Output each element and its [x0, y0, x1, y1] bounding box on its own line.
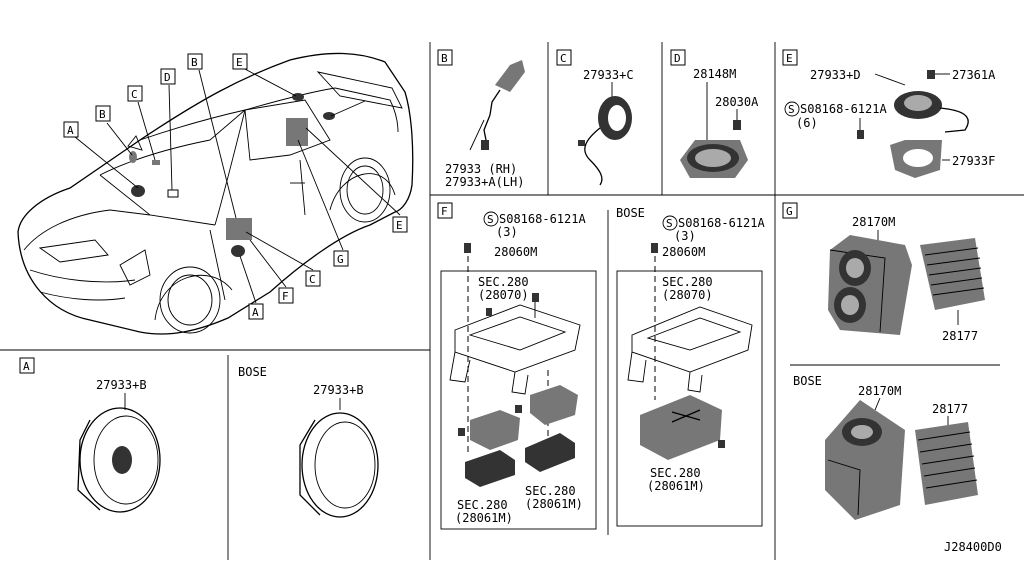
f-std-sec-right: SEC.280 [525, 484, 576, 498]
tweeter-c [578, 96, 632, 186]
adapter-27933f [890, 140, 942, 178]
panel-f: F S S08168-6121A (3) 28060M SEC.280 (280… [437, 202, 765, 530]
g-pn-28177-std: 28177 [942, 329, 978, 343]
panel-c: C 27933+C [556, 49, 634, 186]
g-pn-28170m-std: 28170M [852, 215, 895, 229]
callout-a-front: A [63, 121, 79, 138]
svg-text:E: E [236, 56, 243, 69]
door-speaker-bose [299, 412, 379, 518]
center-speaker-d [680, 120, 748, 178]
f-bose-sec-bot-ref: (28061M) [647, 479, 705, 493]
pn-08168-6121a: S08168-6121A [800, 102, 887, 116]
panel-g-tag: G [786, 205, 793, 218]
f-std-sec-left-ref: (28061M) [455, 511, 513, 525]
pn-27933c: 27933+C [583, 68, 634, 82]
svg-text:S: S [666, 217, 673, 230]
svg-text:A: A [67, 124, 74, 137]
pn-28030a: 28030A [715, 95, 759, 109]
std-amp-bracket [449, 293, 581, 395]
pn-27361a: 27361A [952, 68, 996, 82]
clip-27361a [927, 70, 935, 79]
overview-callouts: A B C D B E E G C F A [63, 53, 408, 320]
callout-f: F [278, 287, 294, 304]
panel-b: B 27933 (RH) 27933+A(LH) [437, 49, 525, 189]
tweeter-rh-lh [469, 60, 525, 151]
panel-b-tag: B [441, 52, 448, 65]
callout-e-right: E [392, 216, 408, 233]
panel-a: A 27933+B BOSE 27933+B [19, 357, 379, 518]
panel-f-tag: F [441, 205, 448, 218]
std-amp-module-left [458, 410, 520, 487]
panel-e: E 27933+D 27361A S S08168-6121A (6) 2793… [782, 49, 996, 178]
f-bose-label: BOSE [616, 206, 645, 220]
f-std-sec-left: SEC.280 [457, 498, 508, 512]
pn-27933d: 27933+D [810, 68, 861, 82]
svg-text:S: S [788, 103, 795, 116]
svg-text:E: E [396, 219, 403, 232]
f-bose-qty: (3) [674, 229, 696, 243]
panel-g: G 28170M 28177 BOSE 28170M 28177 [782, 202, 985, 520]
svg-text:A: A [252, 306, 259, 319]
pn-27933f: 27933F [952, 154, 995, 168]
callout-a-rear: A [248, 303, 264, 320]
bose-subwoofer-box [825, 400, 905, 520]
callout-g: G [333, 250, 349, 267]
panel-d: D 28148M 28030A [670, 49, 759, 178]
callout-b-rear: B [187, 53, 203, 70]
f-std-sec-right-ref: (28061M) [525, 497, 583, 511]
f-bose-pn-28060m: 28060M [662, 245, 705, 259]
callout-c-rear: C [305, 270, 321, 287]
callout-b-front: B [95, 105, 111, 122]
f-bose-sec-bot: SEC.280 [650, 466, 701, 480]
pn-27933a-lh: 27933+A(LH) [445, 175, 524, 189]
panel-e-tag: E [786, 52, 793, 65]
g-pn-28170m-bose: 28170M [858, 384, 901, 398]
f-std-sec-top: SEC.280 [478, 275, 529, 289]
diagram-code: J28400D0 [944, 540, 1002, 554]
f-std-bolt-pn: S08168-6121A [499, 212, 586, 226]
svg-text:D: D [164, 71, 171, 84]
std-amp-module-right [515, 385, 578, 472]
bose-amp-28177 [915, 422, 978, 505]
svg-text:F: F [282, 290, 289, 303]
svg-text:C: C [131, 88, 138, 101]
svg-text:B: B [191, 56, 198, 69]
bolt-qty: (6) [796, 116, 818, 130]
a-pn-bose: 27933+B [313, 383, 364, 397]
f-std-pn-28060m: 28060M [494, 245, 537, 259]
pn-28148m: 28148M [693, 67, 736, 81]
f-bose-sec-top: SEC.280 [662, 275, 713, 289]
panel-d-tag: D [674, 52, 681, 65]
g-pn-28177-bose: 28177 [932, 402, 968, 416]
f-bose-bolt-pn: S08168-6121A [678, 216, 765, 230]
panel-c-tag: C [560, 52, 567, 65]
panel-a-tag: A [23, 360, 30, 373]
callout-e-top: E [232, 53, 248, 70]
car-overview [17, 52, 414, 335]
callout-c-front: C [127, 85, 143, 102]
bose-amp-module [640, 395, 725, 460]
svg-text:S: S [487, 213, 494, 226]
svg-text:C: C [309, 273, 316, 286]
panel-frames [0, 42, 1024, 560]
svg-text:G: G [337, 253, 344, 266]
std-subwoofer-box [828, 235, 912, 335]
f-std-sec-top-ref: (28070) [478, 288, 529, 302]
g-bose-label: BOSE [793, 374, 822, 388]
woofer-e [894, 91, 969, 133]
a-bose-label: BOSE [238, 365, 267, 379]
f-std-qty: (3) [496, 225, 518, 239]
callout-d: D [160, 68, 176, 85]
a-pn-std: 27933+B [96, 378, 147, 392]
bolt-e [857, 130, 864, 139]
bose-amp-bracket [627, 306, 753, 393]
door-speaker-std [77, 407, 161, 513]
svg-text:B: B [99, 108, 106, 121]
std-amp-28177 [920, 238, 985, 310]
f-bose-sec-top-ref: (28070) [662, 288, 713, 302]
callout-leaders [74, 67, 401, 304]
pn-27933-rh: 27933 (RH) [445, 162, 517, 176]
